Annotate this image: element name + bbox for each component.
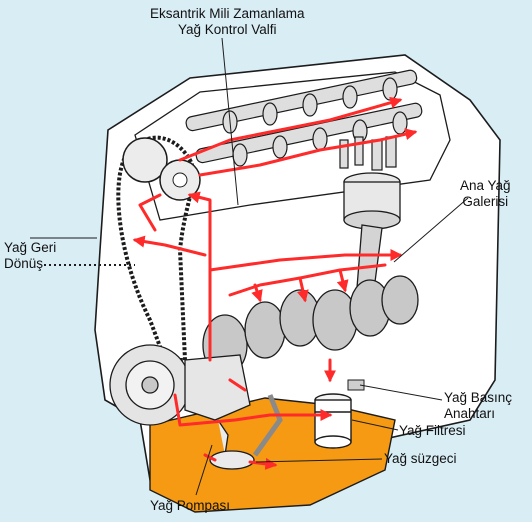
vvt-hub: [172, 172, 188, 188]
label-pressure-switch-line2: Anahtarı: [444, 406, 496, 421]
label-vvt-valve-line1: Eksantrik Mili Zamanlama: [150, 6, 305, 21]
oil-strainer-pickup: [209, 394, 283, 470]
label-oil-return-line2: Dönüş: [4, 256, 44, 271]
label-oil-filter: Yağ Filtresi: [399, 423, 466, 438]
oil-filter-canister: [314, 393, 352, 449]
label-pressure-switch-line1: Yağ Basınç: [444, 390, 513, 405]
oil-flow-paths: [132, 96, 418, 470]
oil-pump-housing: [184, 354, 251, 421]
label-oil-pump: Yağ Pompası: [150, 498, 231, 513]
label-oil-return: Yağ Geri Dönüş: [4, 240, 56, 272]
label-pressure-switch: Yağ Basınç Anahtarı: [444, 390, 512, 422]
cam-sprocket-intake: [122, 137, 168, 183]
leader-lines: [30, 37, 469, 496]
camshafts: [185, 69, 423, 167]
crank-pulley: [109, 344, 191, 426]
timing-chain: [116, 135, 196, 362]
label-main-gallery-line2: Galerisi: [462, 194, 509, 209]
label-main-gallery-line1: Ana Yağ: [460, 178, 511, 193]
label-oil-return-line1: Yağ Geri: [4, 240, 57, 255]
label-vvt-valve: Eksantrik Mili Zamanlama Yağ Kontrol Val…: [150, 6, 305, 38]
label-vvt-valve-line2: Yağ Kontrol Valfi: [177, 22, 277, 37]
piston: [343, 172, 401, 306]
oil-pressure-switch: [347, 379, 365, 391]
label-main-gallery: Ana Yağ Galerisi: [460, 178, 511, 210]
label-oil-strainer: Yağ süzgeci: [384, 451, 457, 466]
